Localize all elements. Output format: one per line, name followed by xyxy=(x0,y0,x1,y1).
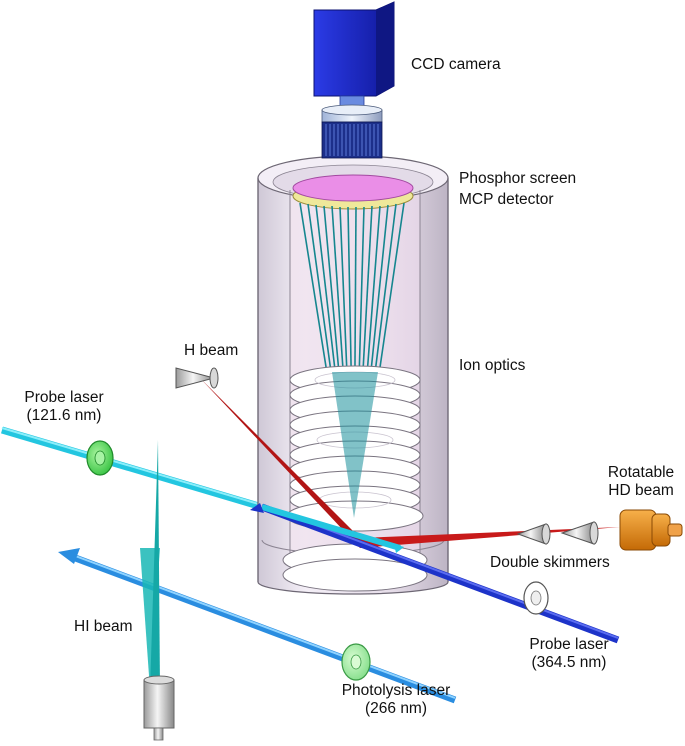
label-rotatable-hd-beam: Rotatable HD beam xyxy=(598,464,684,500)
beam-arrow xyxy=(394,544,404,553)
hd-beam xyxy=(200,378,620,548)
hi-beam-nozzle xyxy=(143,675,175,741)
label-photolysis-line2: (266 nm) xyxy=(364,700,428,717)
camera-lens xyxy=(321,104,383,159)
label-ion-optics: Ion optics xyxy=(459,357,526,374)
probe-laser-121-beam-inner xyxy=(261,504,401,551)
hd-beam-source xyxy=(619,509,683,551)
label-probe-laser-364: Probe laser (364.5 nm) xyxy=(512,636,626,672)
label-rotatable-line1: Rotatable xyxy=(607,464,675,481)
double-skimmers xyxy=(516,521,599,545)
label-hi-beam: HI beam xyxy=(74,618,133,635)
label-h-beam: H beam xyxy=(184,342,239,359)
label-probe-laser-121-line2: (121.6 nm) xyxy=(26,407,102,424)
label-probe-laser-121: Probe laser (121.6 nm) xyxy=(8,389,120,425)
repeller-plates xyxy=(282,543,428,592)
label-probe-laser-364-line1: Probe laser xyxy=(529,636,609,653)
label-photolysis-line1: Photolysis laser xyxy=(341,682,451,699)
probe-121-filter xyxy=(86,440,114,476)
probe-laser-121-beam xyxy=(1,426,263,511)
label-ccd-camera: CCD camera xyxy=(411,56,501,73)
label-photolysis-laser: Photolysis laser (266 nm) xyxy=(326,682,466,718)
label-probe-laser-121-line1: Probe laser xyxy=(24,389,104,406)
ccd-camera xyxy=(313,1,395,111)
label-rotatable-line2: HD beam xyxy=(608,482,674,499)
label-double-skimmers: Double skimmers xyxy=(490,554,610,571)
label-phosphor-screen: Phosphor screen xyxy=(459,170,577,187)
phosphor-screen xyxy=(292,174,414,202)
label-probe-laser-364-line2: (364.5 nm) xyxy=(531,654,607,671)
beam-arrow xyxy=(250,503,264,513)
hi-beam xyxy=(140,440,160,690)
probe-364-window xyxy=(523,581,549,615)
ion-optics-stack xyxy=(286,365,424,532)
photolysis-laser-beam xyxy=(58,548,457,704)
h-beam-skimmer xyxy=(175,367,219,389)
photolysis-lens xyxy=(341,643,371,681)
label-mcp-detector: MCP detector xyxy=(459,191,554,208)
